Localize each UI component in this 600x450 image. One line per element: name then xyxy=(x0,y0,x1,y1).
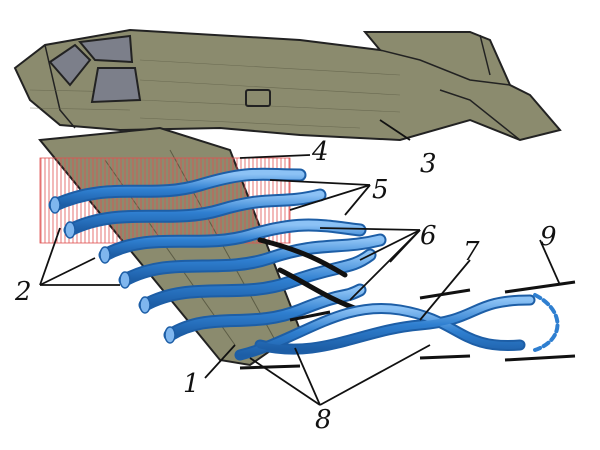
label-1: 1 xyxy=(183,369,200,399)
label-3: 3 xyxy=(420,149,437,179)
leader-lines xyxy=(39,119,561,406)
label-8: 8 xyxy=(315,405,332,435)
label-5: 5 xyxy=(372,175,389,205)
duct-walls xyxy=(239,280,576,370)
label-2: 2 xyxy=(14,277,32,307)
label-7: 7 xyxy=(463,237,480,267)
label-6: 6 xyxy=(420,221,437,251)
label-4: 4 xyxy=(311,137,329,167)
cockpit-canopy xyxy=(48,34,142,104)
helicopter-fuselage xyxy=(13,28,562,142)
label-9: 9 xyxy=(540,222,557,252)
ejector-tubes xyxy=(48,167,560,361)
